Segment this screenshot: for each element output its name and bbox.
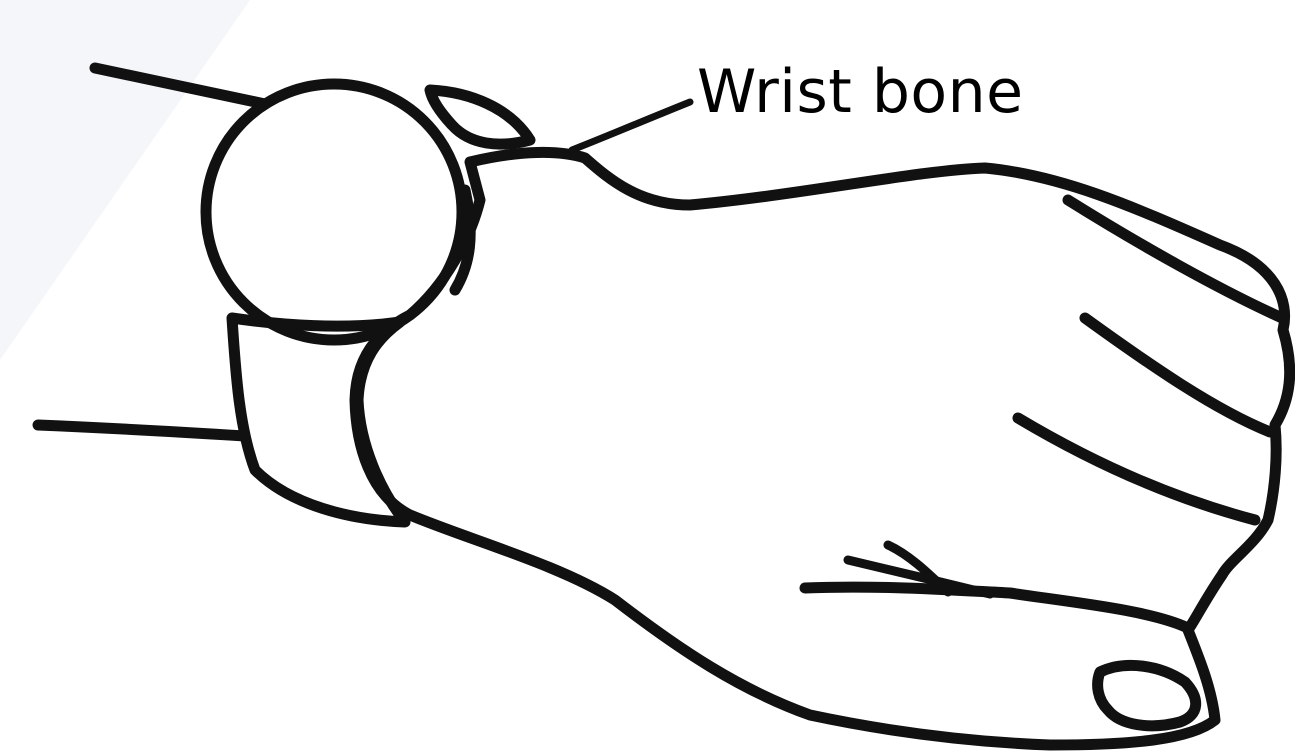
arrow-icon: [572, 102, 690, 150]
smartwatch-icon: [206, 84, 470, 522]
wrist-bone-icon: [430, 90, 530, 144]
hand-icon: [355, 152, 1290, 745]
wrist-bone-label: Wrist bone: [697, 62, 1024, 122]
